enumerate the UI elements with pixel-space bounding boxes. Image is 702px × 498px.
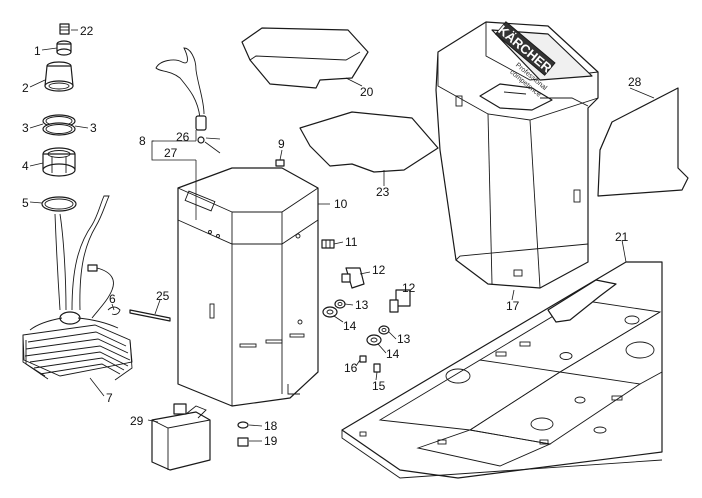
part-5-o-ring: [41, 196, 77, 212]
part-6-clip: [107, 306, 121, 315]
label-14-lower: 14: [386, 347, 400, 361]
leader-lines: [29, 29, 655, 442]
part-labels: 22 1 2 3 3 4 5 6 7 8 9 10 11 12 12 13 13…: [22, 24, 642, 448]
label-4: 4: [22, 159, 29, 173]
part-28-side-cover: [597, 87, 689, 197]
label-11: 11: [345, 235, 358, 249]
part-2-cap: [44, 61, 74, 92]
label-6: 6: [109, 292, 116, 306]
part-12-elbow-upper: [341, 267, 365, 289]
label-23: 23: [376, 185, 390, 199]
label-16: 16: [344, 361, 358, 375]
label-13-lower: 13: [397, 332, 411, 346]
label-21: 21: [615, 230, 629, 244]
label-14-upper: 14: [343, 319, 357, 333]
part-11-fitting: [321, 239, 335, 249]
part-25-sensor-rod: [129, 309, 171, 322]
label-3-left: 3: [22, 121, 29, 135]
label-13-upper: 13: [355, 298, 369, 312]
label-26: 26: [176, 130, 190, 144]
label-28: 28: [628, 75, 642, 89]
part-13-14-washers: [322, 299, 390, 346]
label-3-right: 3: [90, 121, 97, 135]
cable-connector: [87, 264, 114, 319]
part-7-heating-element: [22, 195, 133, 381]
label-1: 1: [34, 44, 41, 58]
label-7: 7: [106, 391, 113, 405]
part-9-screw: [275, 159, 285, 167]
part-22-nipple: [59, 23, 70, 35]
label-19: 19: [264, 434, 278, 448]
label-12-upper: 12: [372, 263, 386, 277]
label-5: 5: [22, 196, 29, 210]
label-29: 29: [130, 414, 144, 428]
label-12-lower: 12: [402, 281, 416, 295]
part-4-union-nut: [42, 147, 76, 177]
part-3-rings: [42, 114, 76, 136]
label-8: 8: [139, 134, 146, 148]
part-18-19-drain-plug: [237, 421, 249, 447]
part-10-boiler-housing: [177, 167, 319, 407]
label-15: 15: [372, 379, 386, 393]
part-15-16-valves: [359, 355, 381, 373]
part-1-fitting: [56, 40, 72, 56]
label-22: 22: [80, 24, 94, 38]
label-25: 25: [156, 289, 170, 303]
label-27: 27: [164, 146, 178, 160]
label-10: 10: [334, 197, 348, 211]
part-29-canister: [151, 403, 211, 471]
part-23-flat-plate: [299, 111, 439, 173]
part-20-lid-plate: [241, 27, 369, 89]
part-12-elbow-lower: [389, 289, 411, 313]
label-20: 20: [360, 85, 374, 99]
part-17-machine-body: [435, 21, 599, 289]
label-9: 9: [278, 137, 285, 151]
label-17: 17: [506, 299, 520, 313]
part-26-sensor: [155, 47, 207, 144]
label-18: 18: [264, 419, 278, 433]
label-2: 2: [22, 81, 29, 95]
part-21-base-frame: [341, 261, 663, 479]
